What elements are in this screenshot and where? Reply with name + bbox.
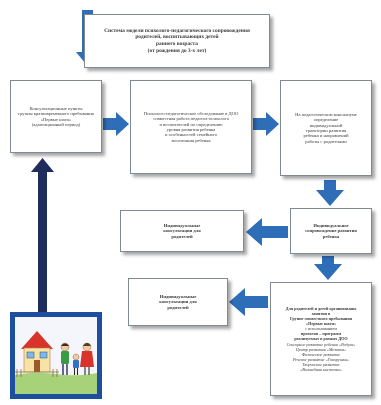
program-line: Сенсорное развитие ребенка «Радуга» (286, 341, 356, 347)
title-line-1: Система модели психолого-педагогического… (104, 27, 250, 34)
family-house-drawing-icon (15, 317, 97, 394)
program-line: Центр развития «Мозаика» (295, 346, 347, 352)
pedagogical-line: работы с родителями (305, 138, 347, 144)
title-line-2: родителей, воспитывающих детей (135, 34, 219, 41)
consultation-line: «Первые шаги» (40, 116, 72, 122)
individual-support-box: Индивидуальное сопровождение развития ре… (290, 208, 372, 254)
program-line: проектов – программ (300, 331, 342, 337)
consult-bottom-line: родителей (167, 304, 189, 310)
diagnostics-line: совместная работа педагога-психолога (153, 116, 229, 122)
title-box: Система модели психолого-педагогического… (84, 14, 270, 68)
title-line-4: (от рождения до 3-х лет) (147, 47, 207, 54)
arrow-right-down-1 (316, 180, 344, 206)
arrow-middle-to-right (253, 112, 279, 136)
diagnostics-line: Психолого-педагогическое обследование в … (143, 110, 239, 116)
diagnostics-box: Психолого-педагогическое обследование в … (130, 80, 252, 174)
diagnostics-line: воспитания ребенка (171, 137, 211, 143)
arrow-picture-up (31, 158, 54, 312)
program-line: Физическое развитие (301, 351, 341, 357)
program-line: занятия в (311, 310, 331, 316)
arrow-to-consult-right (246, 218, 288, 246)
consultation-parents-box-1: Индивидуальные консультации для родителе… (120, 210, 244, 252)
consultation-parents-box-2: Индивидуальные консультации для родителе… (128, 278, 228, 326)
pedagogical-line: индивидуальной (309, 122, 343, 128)
consult-bottom-line: Индивидуальные (159, 293, 197, 299)
arrow-left-to-middle (103, 112, 129, 136)
diagnostics-line: и особенностей семейного (164, 132, 218, 138)
program-line: Группе совместного пребывания (289, 316, 353, 322)
pedagogical-box: На педагогическом консилиуме определение… (280, 80, 372, 176)
program-line: Творческое развитие (302, 361, 340, 367)
consult-right-line: консультации для (163, 228, 201, 234)
consultation-box: Консультационные пункты группы кратковре… (10, 80, 102, 153)
program-line: «Первые шаги» (305, 321, 336, 327)
consult-right-line: родителей (171, 233, 193, 239)
consultation-line: группы кратковременного пребывания (18, 111, 94, 117)
consult-right-line: Индивидуальные (163, 222, 201, 228)
pedagogical-line: ребенка и направлений (303, 133, 349, 139)
arrow-to-consult-bottom (229, 288, 268, 316)
diagnostics-line: и воспитателей по определению (159, 121, 223, 127)
consultation-line: (адаптационный период) (31, 121, 81, 127)
program-line: реализуемых в рамках ДОО (294, 336, 348, 342)
program-line: с использованием (305, 326, 337, 332)
title-line-3: раннего возраста (156, 41, 198, 47)
pedagogical-line: На педагогическом консилиуме (295, 111, 357, 117)
individual-line: Индивидуальное (313, 222, 349, 228)
program-line: «Волшебная кисточка» (300, 367, 342, 373)
pedagogical-line: траектории развития (305, 128, 347, 133)
family-picture-frame (10, 312, 102, 399)
arrow-right-down-2 (314, 256, 342, 280)
program-line: Речевое развитие «Говорушки» (293, 356, 349, 362)
consult-bottom-line: консультации для (159, 299, 197, 305)
consultation-line: Консультационные пункты (29, 105, 83, 111)
program-line: Для родителей и детей организованы (285, 305, 357, 311)
individual-line: ребенка (322, 233, 340, 239)
individual-line: сопровождение развития (305, 228, 357, 234)
diagnostics-line: уровня развития ребенка (166, 127, 216, 132)
pedagogical-line: определение (313, 117, 339, 123)
program-box: Для родителей и детей организованы занят… (270, 282, 372, 396)
